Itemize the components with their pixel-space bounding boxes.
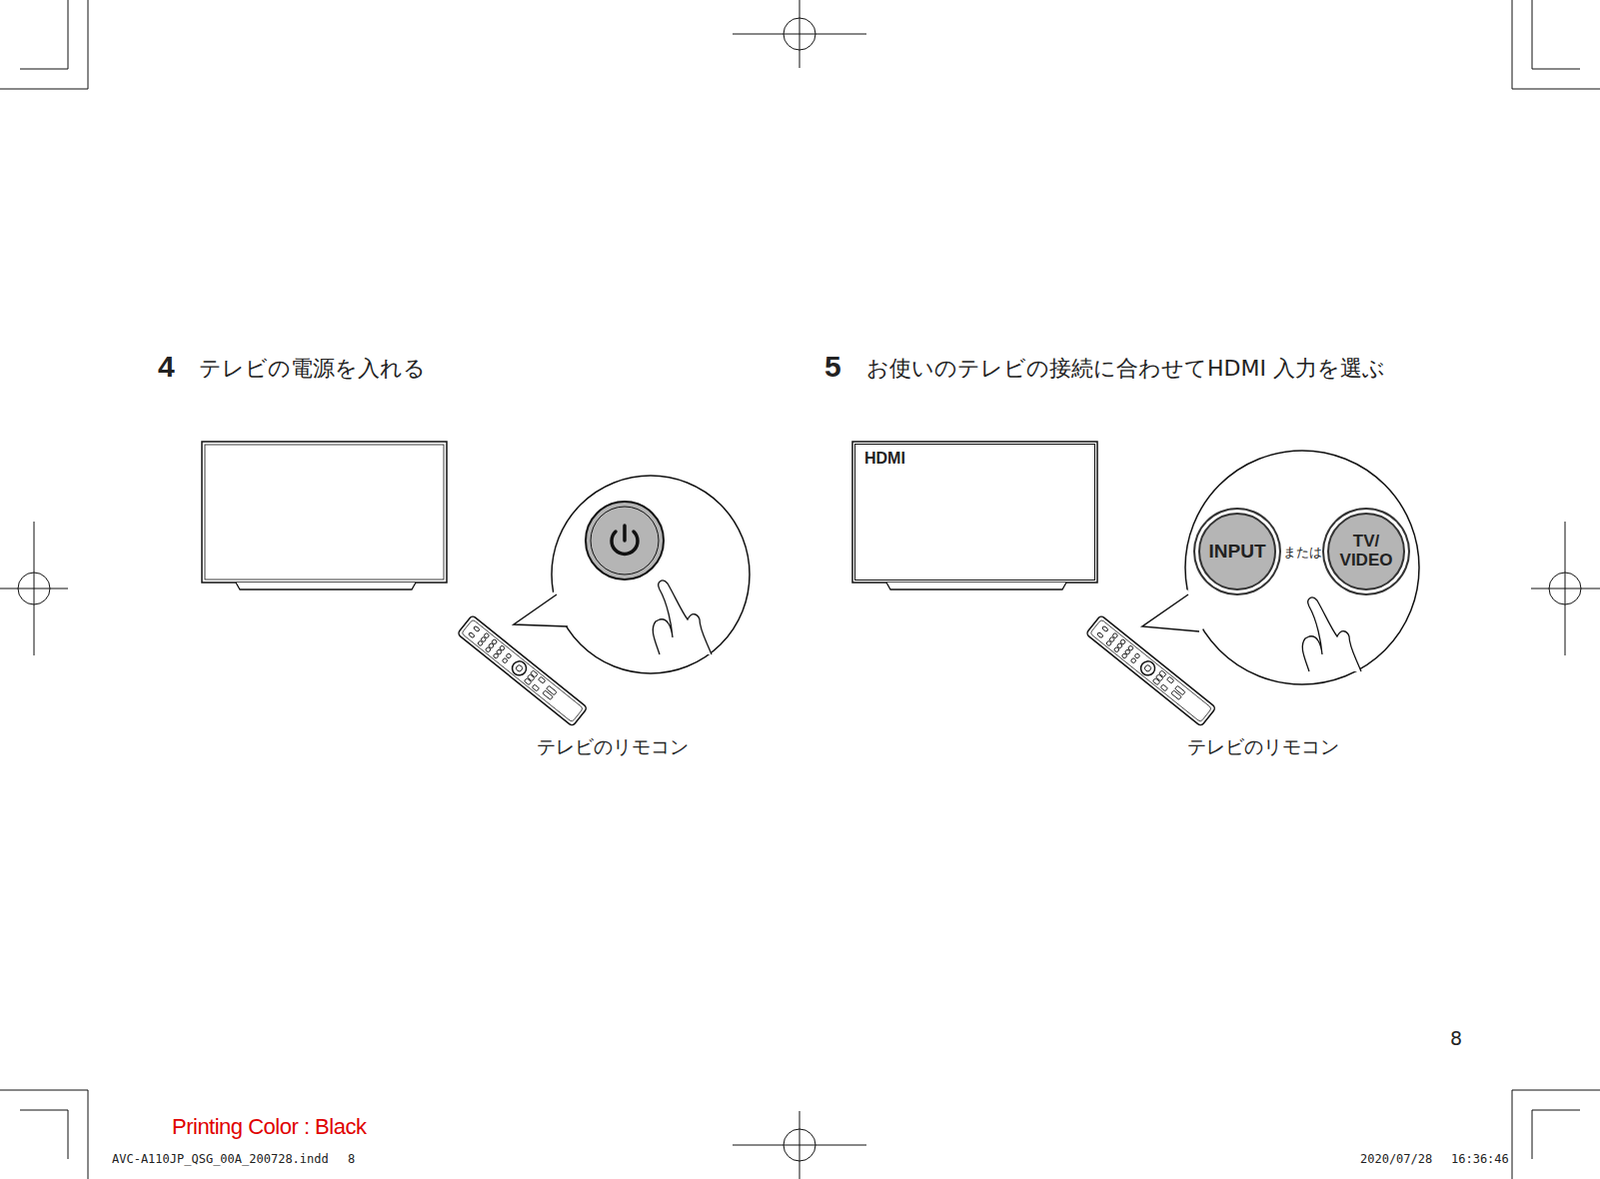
input-name: HDMI (864, 449, 906, 468)
step-number: 5 (824, 349, 842, 384)
step-heading: お使いのテレビの接続に合わせてHDMI 入力を選ぶ (866, 353, 1386, 384)
step-number: 4 (157, 349, 175, 384)
print-time: 16:36:46 (1451, 1152, 1510, 1167)
callout-bubble (513, 475, 750, 674)
button-label: INPUT (1202, 541, 1273, 563)
file-page: 8 (347, 1152, 355, 1167)
tv-screen: HDMI (854, 443, 1096, 581)
caption: テレビのリモコン (536, 734, 689, 761)
button-label: TV/ VIDEO (1331, 532, 1402, 570)
remote-button: INPUT (1198, 512, 1277, 591)
tv (201, 441, 447, 590)
step-heading: テレビの電源を入れる (198, 353, 426, 384)
callout-bubble (1142, 450, 1420, 685)
print-date: 2020/07/28 (1360, 1152, 1433, 1167)
or-text: または (1283, 543, 1323, 562)
print-note: Printing Color : Black (171, 1114, 366, 1141)
page-number: 8 (1450, 1027, 1463, 1050)
remote-control (456, 615, 587, 727)
tv (852, 441, 1098, 590)
file-name: AVC-A110JP_QSG_00A_200728.indd (111, 1152, 329, 1167)
remote-control (1085, 615, 1216, 727)
caption: テレビのリモコン (1187, 734, 1340, 761)
remote-button: TV/ VIDEO (1327, 512, 1406, 591)
